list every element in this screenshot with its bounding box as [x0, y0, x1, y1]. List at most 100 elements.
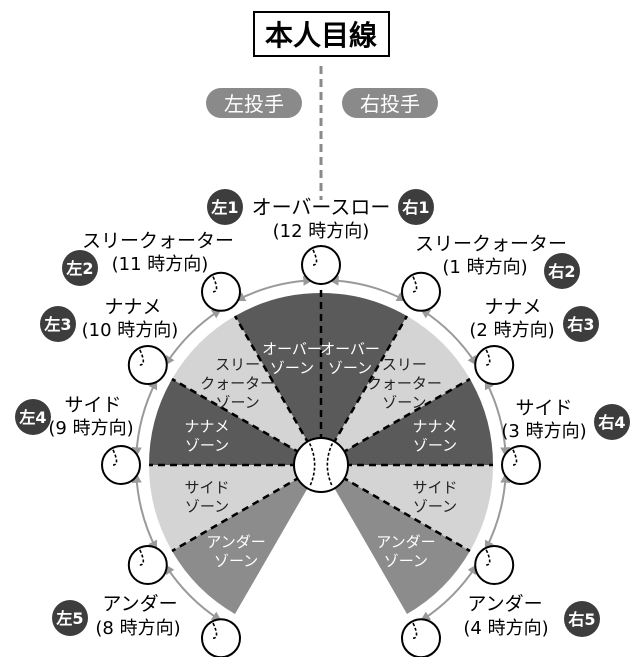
zone-label-nanamae: ナナメ: [412, 418, 457, 436]
baseball-icon: [101, 445, 141, 485]
arc-arrow: [164, 308, 222, 366]
sector-nanamae-left: [149, 379, 321, 465]
position-badges: 左1 右1 左2 右2 左3 右3 左4 右4 左5 右5: [15, 189, 630, 637]
sector-side-left: [148, 465, 321, 551]
sector-nanamae-right: [321, 379, 494, 465]
baseball-icon: [127, 345, 168, 385]
baseball-icon: [127, 545, 168, 585]
zone-label-side: ゾーン: [185, 498, 229, 516]
zone-label-side: ゾーン: [413, 498, 457, 516]
zone-label-over: オーバー: [262, 340, 322, 358]
title-box: [253, 11, 390, 57]
baseball-icon: [301, 245, 341, 285]
zone-divider-line: [319, 315, 409, 466]
position-left-4-direction: (9 時方向): [48, 418, 133, 439]
sector-over-left: [235, 293, 321, 465]
zone-divider-line: [171, 463, 322, 553]
badge-right-5: [564, 601, 600, 637]
position-labels: スリークォーター(11 時方向)スリークォーター(1 時方向)ナナメ(10 時方…: [48, 230, 586, 639]
position-right-3-direction: (2 時方向): [469, 320, 554, 341]
badge-left-3-label: 左3: [43, 315, 71, 334]
arc-arrow: [420, 308, 478, 366]
arc-arrows: [131, 275, 511, 622]
overhand-direction: (12 時方向): [273, 221, 370, 242]
overhand-name: オーバースロー: [252, 195, 391, 219]
arc-arrow: [484, 472, 511, 551]
position-right-2-name: スリークォーター: [415, 233, 567, 255]
position-left-2-name: スリークォーター: [82, 230, 234, 252]
zone-label-three-quarter: スリー: [382, 356, 427, 374]
zone-label-over: オーバー: [320, 340, 380, 358]
position-right-4-name: サイド: [515, 397, 572, 419]
zone-label-under: アンダー: [206, 533, 265, 551]
zone-label-three-quarter: ゾーン: [215, 394, 259, 412]
arc-arrow: [131, 379, 158, 458]
zone-label-nanamae: ゾーン: [413, 437, 457, 455]
position-right-5-direction: (4 時方向): [463, 618, 548, 639]
badge-left-4: [15, 399, 51, 435]
badge-left-2-label: 左2: [65, 259, 93, 278]
arc-arrow: [420, 564, 478, 622]
badge-left-3: [40, 306, 76, 342]
position-left-3-name: ナナメ: [104, 296, 161, 318]
center-baseball-icon: [293, 437, 349, 493]
badge-right-4-label: 右4: [598, 413, 625, 432]
badge-right-3-label: 右3: [567, 315, 594, 334]
baseball-icon: [474, 345, 515, 385]
zone-label-over: ゾーン: [328, 359, 372, 377]
badge-left-4-label: 左4: [18, 408, 46, 427]
title: 本人目線: [265, 19, 377, 52]
zone-label-side: サイド: [184, 479, 229, 497]
position-left-5-direction: (8 時方向): [95, 618, 180, 639]
zone-label-nanamae: ゾーン: [185, 437, 229, 455]
badge-left-1: [207, 189, 243, 225]
baseball-icon: [201, 271, 241, 312]
left-pitcher-pill: [206, 88, 302, 118]
badge-right-1: [398, 189, 434, 225]
badge-left-1-label: 左1: [210, 198, 238, 217]
right-pitcher-pill: [342, 88, 438, 118]
zone-label-side: サイド: [412, 479, 457, 497]
zone-label-under: アンダー: [376, 533, 435, 551]
zone-divider-line: [171, 377, 322, 467]
sector-side-right: [321, 465, 494, 551]
zone-label-three-quarter: クォーター: [200, 375, 275, 393]
badge-right-2-label: 右2: [548, 262, 575, 281]
zone-dividers: [149, 283, 493, 553]
arc-arrow: [328, 275, 407, 302]
baseball-icon: [474, 545, 515, 585]
badge-right-1-label: 右1: [402, 198, 429, 217]
position-right-5-name: アンダー: [467, 593, 542, 615]
position-left-3-direction: (10 時方向): [82, 320, 179, 341]
position-right-2-direction: (1 時方向): [442, 257, 527, 278]
sector-over-right: [321, 293, 407, 465]
position-left-5-name: アンダー: [102, 593, 177, 615]
position-right-4-direction: (3 時方向): [501, 421, 586, 442]
position-right-3-name: ナナメ: [484, 296, 541, 318]
zone-labels: オーバーゾーンオーバーゾーンスリークォーターゾーンスリークォーターゾーンナナメゾ…: [184, 340, 457, 570]
zone-divider-line: [233, 315, 323, 466]
position-left-4-name: サイド: [64, 394, 121, 416]
arc-arrow: [484, 379, 511, 458]
badge-right-2: [544, 253, 580, 289]
arc-arrow: [164, 564, 222, 622]
baseballs: [101, 245, 541, 659]
zone-label-over: ゾーン: [270, 359, 314, 377]
arc-arrow: [131, 472, 158, 551]
zone-label-three-quarter: ゾーン: [382, 394, 426, 412]
arc-arrow: [235, 275, 314, 302]
badge-left-2: [62, 250, 98, 286]
badge-right-4: [594, 404, 630, 440]
right-pitcher-label: 右投手: [360, 92, 420, 116]
zone-label-nanamae: ナナメ: [184, 418, 229, 436]
badge-left-5-label: 左5: [55, 609, 83, 628]
badge-right-5-label: 右5: [568, 610, 595, 629]
baseball-icon: [401, 271, 441, 312]
badge-right-3: [563, 306, 599, 342]
baseball-icon: [501, 445, 541, 485]
zone-label-three-quarter: スリー: [215, 356, 260, 374]
position-left-2-direction: (11 時方向): [112, 254, 209, 275]
zone-label-three-quarter: クォーター: [367, 375, 442, 393]
